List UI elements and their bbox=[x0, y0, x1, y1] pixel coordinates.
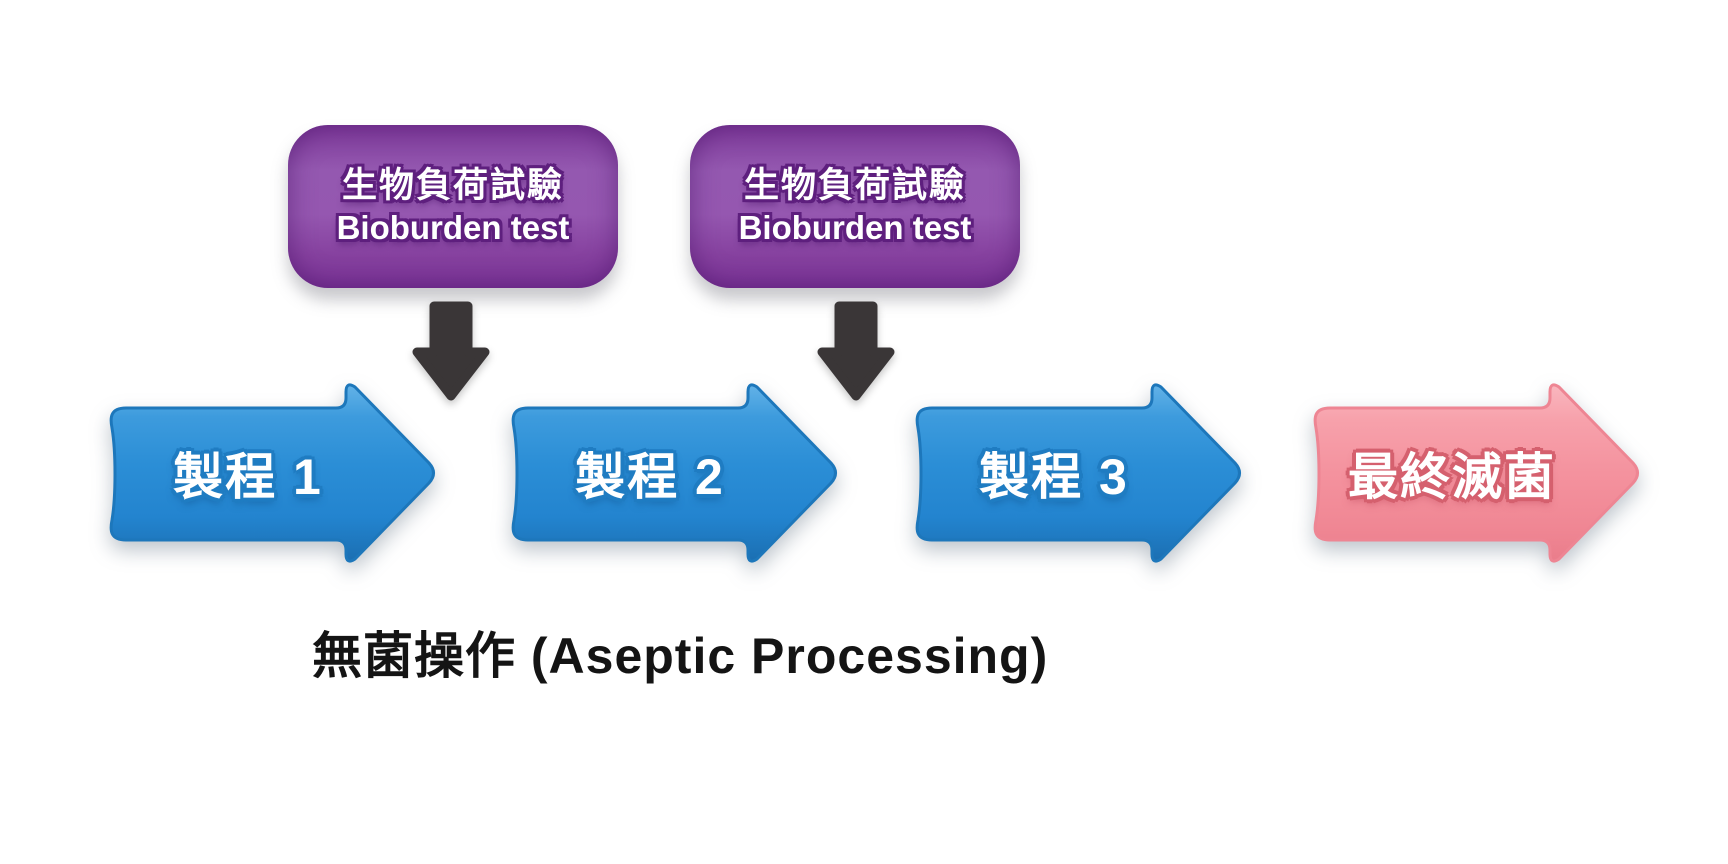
bioburden-box-title: 生物負荷試驗 bbox=[341, 166, 564, 206]
bioburden-box-title: 生物負荷試驗 bbox=[743, 166, 966, 206]
process-arrow-shape bbox=[1313, 383, 1639, 563]
process-arrow-shape bbox=[511, 383, 837, 563]
bioburden-test-box-1: 生物負荷試驗 Bioburden test bbox=[288, 125, 618, 288]
bioburden-box-subtitle: Bioburden test bbox=[738, 208, 972, 246]
down-arrow-icon bbox=[411, 300, 491, 405]
process-arrow-3: 製程 3 bbox=[898, 378, 1248, 568]
process-arrow-shape bbox=[109, 383, 435, 563]
process-arrow-label: 製程 1 bbox=[173, 449, 323, 505]
process-arrow-1: 製程 1 bbox=[92, 378, 442, 568]
bioburden-box-subtitle: Bioburden test bbox=[336, 208, 570, 246]
final-sterilization-arrow: 最終滅菌 bbox=[1296, 378, 1646, 568]
process-arrow-label: 製程 2 bbox=[575, 449, 725, 505]
caption-aseptic-processing: 無菌操作 (Aseptic Processing) bbox=[312, 628, 1049, 684]
process-arrow-2: 製程 2 bbox=[494, 378, 844, 568]
bioburden-test-box-2: 生物負荷試驗 Bioburden test bbox=[690, 125, 1020, 288]
process-arrow-label: 製程 3 bbox=[979, 449, 1129, 505]
process-arrow-label: 最終滅菌 bbox=[1348, 449, 1556, 505]
down-arrow-icon bbox=[816, 300, 896, 405]
process-arrow-shape bbox=[915, 383, 1241, 563]
